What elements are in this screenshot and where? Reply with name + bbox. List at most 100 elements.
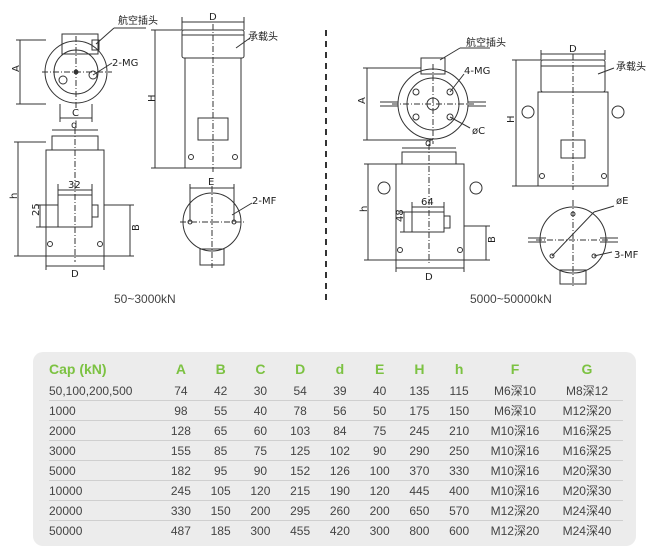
- table-cell: 98: [161, 400, 201, 421]
- table-cell: M12深20: [479, 500, 551, 521]
- header-h-small: h: [454, 361, 464, 377]
- table-cell: 90: [359, 440, 400, 461]
- header-g: G: [581, 361, 593, 377]
- spec-table-header: Cap (kN) A B C D d E H h F G: [49, 357, 623, 381]
- right-thread-bottom-label: 3-MF: [614, 250, 639, 261]
- table-cell: 65: [200, 420, 241, 441]
- header-c: C: [255, 361, 266, 377]
- table-cell: M10深16: [479, 460, 551, 481]
- table-cell: 155: [161, 440, 201, 461]
- table-cell: M20深30: [551, 480, 623, 501]
- table-cell: 74: [161, 381, 201, 401]
- right-dim-d-top: D: [569, 44, 577, 55]
- left-dim-d-top: D: [209, 12, 217, 23]
- table-cell: 100: [359, 460, 400, 481]
- table-cell: 185: [210, 523, 231, 538]
- table-cell: 10000: [49, 480, 161, 501]
- table-cell: 50,100,200,500: [49, 381, 161, 401]
- table-cell: M16深25: [551, 420, 623, 441]
- table-cell: M10深16: [479, 440, 551, 461]
- right-phi-e: øE: [616, 196, 628, 207]
- table-cell: 800: [409, 523, 430, 538]
- right-bottom-view: [528, 200, 618, 288]
- left-dim-b: B: [131, 224, 142, 231]
- table-cell: 420: [329, 523, 350, 538]
- table-cell: 210: [439, 420, 479, 441]
- table-cell: 200: [359, 500, 400, 521]
- left-dim-d-bottom: D: [71, 269, 79, 280]
- table-cell: 2000: [49, 420, 161, 441]
- table-cell: 300: [250, 523, 271, 538]
- left-bottom-view: [180, 184, 253, 268]
- left-thread-bottom-label: 2-MF: [252, 196, 277, 207]
- table-cell: 128: [161, 420, 201, 441]
- table-cell: M12深20: [551, 400, 623, 421]
- right-thread-top-label: 4-MG: [464, 66, 490, 77]
- table-cell: 60: [240, 420, 281, 441]
- left-front-view: [151, 17, 251, 172]
- table-cell: 56: [320, 400, 360, 421]
- table-cell: 330: [161, 500, 201, 521]
- table-cell: 105: [200, 480, 241, 501]
- table-cell: 150: [439, 400, 479, 421]
- table-cell: 20000: [49, 500, 161, 521]
- right-front-view: [512, 50, 625, 190]
- right-plug-label: 航空插头: [466, 36, 506, 49]
- right-side-view: [364, 144, 490, 272]
- left-thread-top-label: 2-MG: [112, 58, 138, 69]
- table-cell: 300: [369, 523, 390, 538]
- right-dim-b: B: [487, 236, 498, 243]
- table-cell: 125: [280, 440, 320, 461]
- table-cell: 200: [240, 500, 281, 521]
- header-f: F: [510, 361, 520, 377]
- header-b: B: [215, 361, 226, 377]
- left-dim-25: 25: [31, 203, 42, 216]
- table-cell: 260: [320, 500, 360, 521]
- table-cell: 40: [359, 381, 400, 401]
- right-caption: 5000~50000kN: [470, 292, 552, 306]
- left-side-view: [14, 128, 134, 270]
- table-cell: 84: [320, 420, 360, 441]
- table-cell: 90: [240, 460, 281, 481]
- table-cell: 245: [399, 420, 440, 441]
- table-cell: 55: [200, 400, 241, 421]
- table-cell: 103: [280, 420, 320, 441]
- table-cell: 42: [200, 381, 241, 401]
- right-dim-a: A: [357, 97, 368, 104]
- table-cell: M16深25: [551, 440, 623, 461]
- table-cell: 95: [200, 460, 241, 481]
- table-cell: 85: [200, 440, 241, 461]
- table-cell: 487: [170, 523, 191, 538]
- technical-drawing: 航空插头 2-MG A C D 承载头 H d h 32 25 B D E 2-…: [9, 12, 646, 306]
- table-cell: 152: [280, 460, 320, 481]
- table-cell: M10深16: [479, 480, 551, 501]
- left-plug-label: 航空插头: [118, 14, 158, 27]
- table-cell: 650: [399, 500, 440, 521]
- table-cell: 150: [200, 500, 241, 521]
- table-cell: 290: [399, 440, 440, 461]
- table-cell: M6深10: [479, 400, 551, 421]
- left-head-label: 承载头: [248, 31, 278, 43]
- right-dim-64: 64: [421, 197, 434, 208]
- header-h: H: [414, 361, 425, 377]
- table-cell: 50000: [49, 523, 83, 538]
- table-cell: 115: [439, 381, 479, 401]
- right-phi-c: øC: [472, 126, 485, 137]
- table-cell: M20深30: [551, 460, 623, 481]
- left-dim-c: C: [72, 108, 79, 119]
- table-cell: 175: [399, 400, 440, 421]
- right-dim-d-small: d: [425, 138, 431, 149]
- table-cell: 400: [439, 480, 479, 501]
- left-dim-e: E: [208, 177, 214, 188]
- table-cell: 40: [240, 400, 281, 421]
- table-cell: M10深16: [479, 420, 551, 441]
- table-cell: 330: [439, 460, 479, 481]
- table-cell: 245: [161, 480, 201, 501]
- table-cell: 190: [320, 480, 360, 501]
- table-cell: 30: [240, 381, 281, 401]
